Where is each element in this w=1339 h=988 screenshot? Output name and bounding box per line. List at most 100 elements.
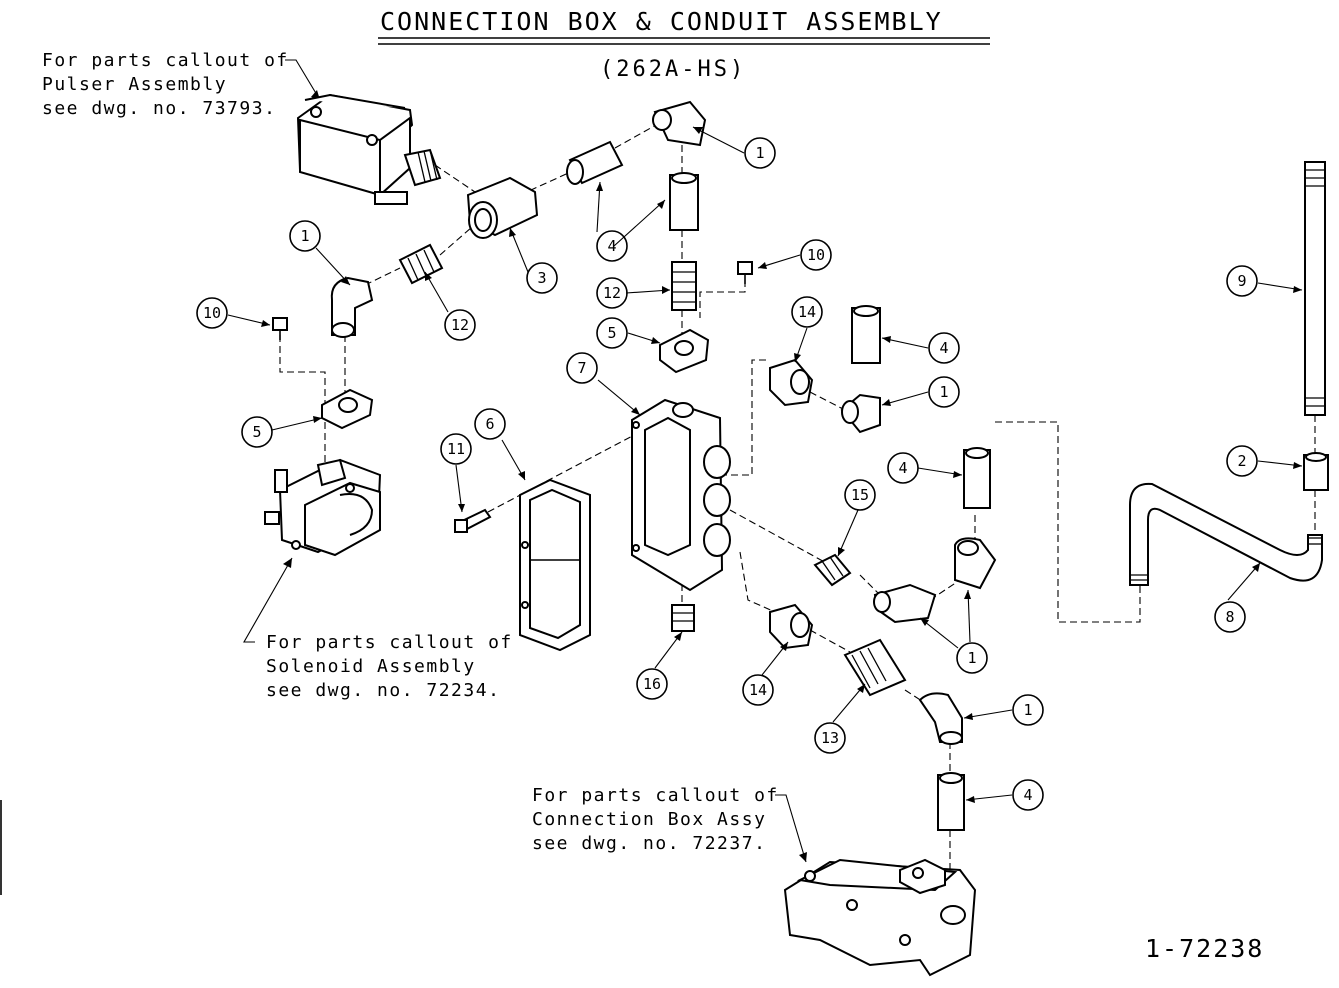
- svg-text:15: 15: [851, 486, 869, 504]
- callout-10: 10: [800, 239, 832, 271]
- part-5-flange-upper: [659, 328, 710, 374]
- callout-1: 1: [289, 220, 321, 252]
- svg-text:1: 1: [300, 227, 309, 245]
- solenoid-note-line-3: see dwg. no. 72234.: [266, 680, 500, 701]
- svg-text:7: 7: [577, 359, 586, 377]
- svg-text:1: 1: [939, 383, 948, 401]
- part-5-flange-left: [321, 388, 374, 430]
- part-8-bent-conduit: [1129, 482, 1323, 586]
- solenoid-note-line-2: Solenoid Assembly: [266, 656, 476, 677]
- connection-box-note-line-3: see dwg. no. 72237.: [532, 833, 766, 854]
- callout-15: 15: [844, 479, 876, 511]
- svg-text:14: 14: [749, 681, 767, 699]
- callout-4: 4: [596, 230, 628, 262]
- svg-text:12: 12: [451, 316, 469, 334]
- pulser-assembly: [296, 93, 442, 205]
- part-6-cover: [519, 478, 591, 652]
- svg-text:4: 4: [1023, 786, 1032, 804]
- part-11-screw: [454, 508, 492, 533]
- svg-text:16: 16: [643, 675, 661, 693]
- svg-text:4: 4: [607, 237, 616, 255]
- part-4-coupling-right: [963, 447, 991, 509]
- pulser-note: For parts callout of Pulser Assembly see…: [42, 50, 321, 119]
- part-9-conduit-pipe: [1304, 161, 1326, 416]
- part-1-elbow-top: [652, 100, 707, 147]
- callout-10: 10: [196, 297, 228, 329]
- callout-1: 1: [928, 376, 960, 408]
- callout-11: 11: [440, 433, 472, 465]
- part-4-coupling-lower: [937, 772, 965, 831]
- callout-1: 1: [1012, 694, 1044, 726]
- callout-4: 4: [928, 332, 960, 364]
- part-2-coupling: [1303, 452, 1329, 491]
- drawing-subtitle: (262A-HS): [600, 57, 746, 82]
- svg-text:10: 10: [203, 304, 221, 322]
- callout-14: 14: [791, 296, 823, 328]
- svg-text:8: 8: [1225, 608, 1234, 626]
- solenoid-assembly: [264, 458, 382, 557]
- drawing-number: 1-72238: [1145, 934, 1264, 963]
- callout-5: 5: [596, 317, 628, 349]
- svg-text:5: 5: [252, 423, 261, 441]
- callout-7: 7: [566, 352, 598, 384]
- pulser-note-line-3: see dwg. no. 73793.: [42, 98, 276, 119]
- svg-text:9: 9: [1237, 272, 1246, 290]
- callout-12: 12: [596, 277, 628, 309]
- callout-1: 1: [744, 137, 776, 169]
- svg-text:4: 4: [939, 339, 948, 357]
- svg-text:2: 2: [1237, 452, 1246, 470]
- part-4-coupling-vertical: [669, 172, 699, 231]
- part-1-elbow-left: [330, 276, 374, 338]
- part-3-tee: [466, 176, 539, 239]
- callout-14: 14: [742, 674, 774, 706]
- part-14-reducer-lower: [769, 603, 814, 650]
- part-1-elbow-right-b: [873, 583, 937, 624]
- svg-text:1: 1: [755, 144, 764, 162]
- callout-3: 3: [526, 262, 558, 294]
- callout-1: 1: [956, 642, 988, 674]
- svg-text:12: 12: [603, 284, 621, 302]
- svg-text:5: 5: [607, 324, 616, 342]
- part-4-coupling-upper-right: [851, 305, 881, 364]
- callout-8: 8: [1214, 601, 1246, 633]
- part-12-nipple-vertical: [671, 261, 697, 311]
- pulser-note-line-2: Pulser Assembly: [42, 74, 227, 95]
- solenoid-note-line-1: For parts callout of: [266, 632, 513, 653]
- pulser-note-line-1: For parts callout of: [42, 50, 289, 71]
- callout-4: 4: [887, 452, 919, 484]
- connection-box-note-line-1: For parts callout of: [532, 785, 779, 806]
- part-7-junction-box: [631, 398, 731, 592]
- callout-9: 9: [1226, 265, 1258, 297]
- part-10-screw-left: [272, 317, 288, 340]
- svg-text:1: 1: [1023, 701, 1032, 719]
- callout-balloons: 1 1 1 1 1 2 3 4 4 4 4 4 5 5 6 7 8 9 10 1…: [196, 137, 1258, 811]
- part-15-fitting: [813, 553, 852, 587]
- callout-6: 6: [474, 408, 506, 440]
- part-14-reducer-upper: [769, 358, 814, 407]
- callout-12: 12: [444, 309, 476, 341]
- svg-text:1: 1: [967, 649, 976, 667]
- solenoid-note: For parts callout of Solenoid Assembly s…: [243, 557, 513, 701]
- callout-5: 5: [241, 416, 273, 448]
- svg-text:6: 6: [485, 415, 494, 433]
- callout-4: 4: [1012, 779, 1044, 811]
- callout-leaders: [227, 126, 1303, 803]
- part-16-plug: [671, 604, 695, 632]
- connection-box-note-line-2: Connection Box Assy: [532, 809, 766, 830]
- svg-text:4: 4: [898, 459, 907, 477]
- svg-text:10: 10: [807, 246, 825, 264]
- part-4-coupling-top: [566, 140, 624, 185]
- callout-13: 13: [814, 722, 846, 754]
- part-10-screw-right: [737, 261, 753, 284]
- connection-box-assembly: [783, 858, 977, 977]
- part-12-nipple-left: [398, 243, 444, 285]
- part-1-elbow-lower: [918, 692, 963, 745]
- svg-text:3: 3: [537, 269, 546, 287]
- part-1-elbow-upper-right: [840, 393, 881, 434]
- part-13-nipple: [843, 638, 907, 697]
- callout-2: 2: [1226, 445, 1258, 477]
- callout-16: 16: [636, 668, 668, 700]
- part-1-elbow-right-a: [954, 537, 997, 590]
- svg-text:11: 11: [447, 440, 465, 458]
